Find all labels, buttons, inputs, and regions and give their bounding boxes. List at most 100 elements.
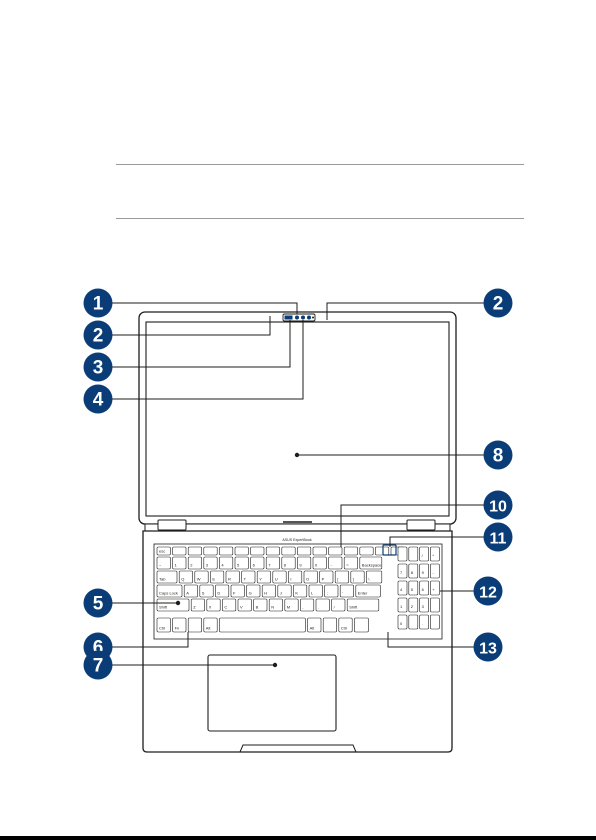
key: H — [262, 585, 275, 597]
numpad-key: 1 — [398, 598, 407, 612]
svg-text:W: W — [197, 577, 201, 582]
numpad-key — [430, 615, 439, 629]
svg-text:Ctrl: Ctrl — [341, 626, 347, 631]
svg-text:.: . — [318, 605, 319, 610]
svg-text:Caps Lock: Caps Lock — [159, 591, 178, 596]
svg-text:5: 5 — [93, 594, 104, 615]
key: C — [222, 599, 235, 611]
key — [219, 618, 305, 632]
key — [219, 547, 232, 555]
svg-text:N: N — [271, 605, 274, 610]
key: U — [273, 571, 286, 583]
key: esc — [157, 547, 170, 555]
svg-text:1: 1 — [93, 294, 104, 315]
key: X — [207, 599, 220, 611]
key — [266, 547, 279, 555]
key: Ctrl — [157, 618, 170, 632]
key: 6 — [251, 557, 264, 569]
callout-11: 11 — [484, 523, 513, 552]
numpad-key: 6 — [420, 581, 429, 595]
numpad-key — [430, 598, 439, 612]
key: \ — [366, 571, 381, 583]
numpad-key: / — [420, 547, 429, 561]
key — [204, 547, 217, 555]
numpad-key: 9 — [420, 564, 429, 578]
svg-text:V: V — [240, 605, 243, 610]
callout-13: 13 — [474, 633, 503, 662]
svg-text:2: 2 — [93, 326, 104, 347]
key: F — [231, 585, 244, 597]
key: L — [309, 585, 322, 597]
key: S — [200, 585, 213, 597]
svg-text:X: X — [209, 605, 212, 610]
numpad-key: 2 — [409, 598, 418, 612]
key — [188, 618, 201, 632]
svg-text:10: 10 — [489, 499, 507, 516]
svg-text:Shift: Shift — [159, 605, 168, 610]
page-bottom-bar — [0, 836, 596, 840]
key: Alt — [204, 618, 217, 632]
svg-text:Tab: Tab — [159, 577, 166, 582]
keyboard-brand-label: ASUS ExpertBook — [282, 538, 312, 542]
svg-text:P: P — [322, 577, 325, 582]
svg-text:7: 7 — [93, 656, 104, 677]
numpad-key: 5 — [409, 581, 418, 595]
key: W — [195, 571, 208, 583]
svg-text:.: . — [422, 621, 423, 626]
key — [323, 618, 336, 632]
svg-text:Y: Y — [259, 577, 262, 582]
key: ; — [325, 585, 338, 597]
key — [235, 547, 248, 555]
svg-text:8: 8 — [493, 446, 504, 467]
key: 4 — [219, 557, 232, 569]
callout-3: 3 — [84, 353, 113, 382]
numpad-key: . — [420, 615, 429, 629]
leader-dot — [295, 453, 299, 457]
key: T — [242, 571, 255, 583]
key: 2 — [188, 557, 201, 569]
touchpad — [208, 655, 336, 731]
key: = — [344, 557, 357, 569]
numpad-key: 4 — [398, 581, 407, 595]
numpad-key — [409, 547, 418, 561]
key: Q — [179, 571, 192, 583]
svg-text:R: R — [228, 577, 231, 582]
key: B — [254, 599, 267, 611]
numpad-key: 7 — [398, 564, 407, 578]
key: 8 — [282, 557, 295, 569]
key: A — [184, 585, 197, 597]
svg-text:;: ; — [327, 591, 328, 596]
key: D — [215, 585, 228, 597]
key — [251, 547, 264, 555]
numpad-key — [409, 615, 418, 629]
key: Fn — [173, 618, 186, 632]
key — [297, 547, 310, 555]
leader-dot — [176, 601, 180, 605]
numpad-key — [398, 547, 407, 561]
callout-2: 2 — [84, 321, 113, 350]
key: ' — [340, 585, 353, 597]
svg-text:U: U — [275, 577, 278, 582]
leader-dot — [273, 663, 277, 667]
svg-text:13: 13 — [479, 641, 497, 658]
numpad-key: 0 — [398, 615, 407, 629]
svg-text:Q: Q — [181, 577, 184, 582]
key: M — [285, 599, 298, 611]
svg-text:S: S — [202, 591, 205, 596]
key — [173, 547, 186, 555]
camera-module — [283, 314, 315, 321]
callout-4: 4 — [84, 385, 113, 414]
key: J — [278, 585, 291, 597]
key: 0 — [313, 557, 326, 569]
key: N — [269, 599, 282, 611]
key: 7 — [266, 557, 279, 569]
key: Y — [257, 571, 270, 583]
key — [188, 547, 201, 555]
svg-text:A: A — [186, 591, 189, 596]
key: ~ — [157, 557, 170, 569]
key: 9 — [297, 557, 310, 569]
svg-text:Backspace: Backspace — [362, 563, 382, 568]
key: , — [300, 599, 313, 611]
callout-10: 10 — [484, 491, 513, 520]
